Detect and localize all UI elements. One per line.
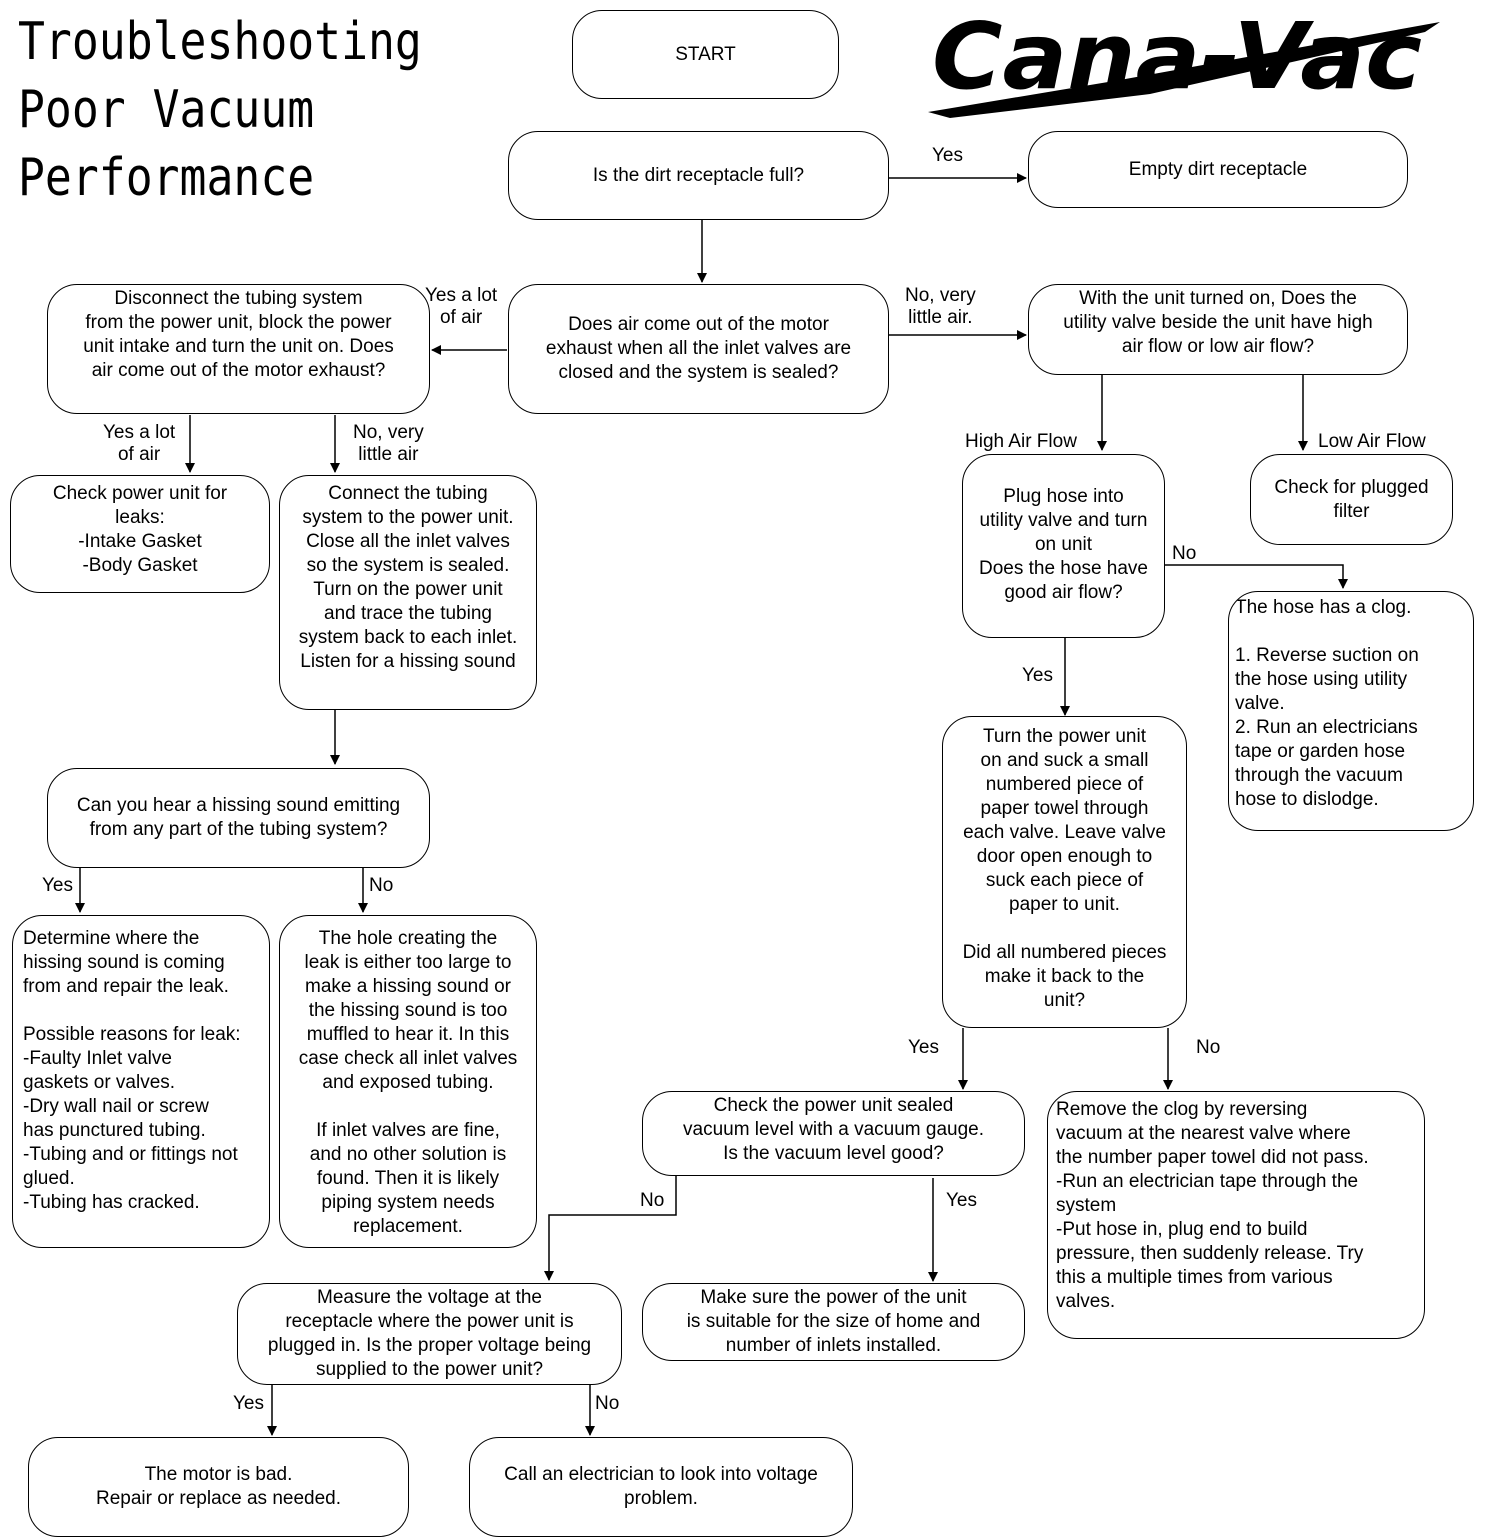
- label-hose-no: No: [1172, 543, 1197, 564]
- connect-tubing-node: Connect the tubing system to the power u…: [279, 475, 537, 710]
- call-electrician-node: Call an electrician to look into voltage…: [469, 1437, 853, 1537]
- check-filter-node: Check for plugged filter: [1250, 454, 1453, 545]
- arrow-vacuum-no: [544, 1175, 677, 1281]
- label-vacuum-yes: Yes: [946, 1190, 977, 1211]
- utility-valve-question: With the unit turned on, Does the utilit…: [1028, 284, 1408, 375]
- dirt-full-question: Is the dirt receptacle full?: [508, 131, 889, 220]
- label-exhaust-yes-lot: Yes a lot of air: [425, 285, 498, 328]
- label-low-air-flow: Low Air Flow: [1318, 431, 1426, 452]
- empty-dirt-node: Empty dirt receptacle: [1028, 131, 1408, 208]
- label-voltage-no: No: [595, 1393, 620, 1414]
- label-disconnect-yes-lot: Yes a lot of air: [103, 422, 176, 465]
- remove-clog-node: Remove the clog by reversing vacuum at t…: [1047, 1091, 1425, 1339]
- label-voltage-yes: Yes: [233, 1393, 264, 1414]
- start-node: START: [572, 10, 839, 99]
- disconnect-tubing-node: Disconnect the tubing system from the po…: [47, 284, 430, 414]
- repair-leak-node: Determine where the hissing sound is com…: [12, 915, 270, 1248]
- measure-voltage-question: Measure the voltage at the receptacle wh…: [237, 1283, 622, 1385]
- svg-text:Cana-Vac: Cana-Vac: [932, 3, 1422, 110]
- label-paper-yes: Yes: [908, 1037, 939, 1058]
- hissing-question: Can you hear a hissing sound emitting fr…: [47, 768, 430, 868]
- label-high-air-flow: High Air Flow: [965, 431, 1077, 452]
- hose-clog-node: The hose has a clog. 1. Reverse suction …: [1228, 591, 1474, 831]
- label-hose-yes: Yes: [1022, 665, 1053, 686]
- label-paper-no: No: [1196, 1037, 1221, 1058]
- cana-vac-logo: Cana-Vac: [928, 3, 1440, 118]
- power-suitable-node: Make sure the power of the unit is suita…: [642, 1283, 1025, 1361]
- arrow-plug-to-clog: [1160, 564, 1348, 589]
- label-exhaust-no-little: No, very little air.: [905, 285, 976, 328]
- label-vacuum-no: No: [640, 1190, 665, 1211]
- page-title: Troubleshooting Poor Vacuum Performance: [18, 12, 422, 208]
- label-disconnect-no-little: No, very little air: [353, 422, 424, 465]
- plug-hose-question: Plug hose into utility valve and turn on…: [962, 454, 1165, 638]
- label-hissing-no: No: [369, 875, 394, 896]
- label-dirt-yes: Yes: [932, 145, 963, 166]
- check-vacuum-level: Check the power unit sealed vacuum level…: [642, 1091, 1025, 1176]
- check-power-unit-leaks: Check power unit for leaks: -Intake Gask…: [10, 475, 270, 593]
- paper-towel-test: Turn the power unit on and suck a small …: [942, 716, 1187, 1028]
- hole-too-large-node: The hole creating the leak is either too…: [279, 915, 537, 1248]
- motor-bad-node: The motor is bad. Repair or replace as n…: [28, 1437, 409, 1537]
- air-exhaust-question: Does air come out of the motor exhaust w…: [508, 284, 889, 414]
- label-hissing-yes: Yes: [42, 875, 73, 896]
